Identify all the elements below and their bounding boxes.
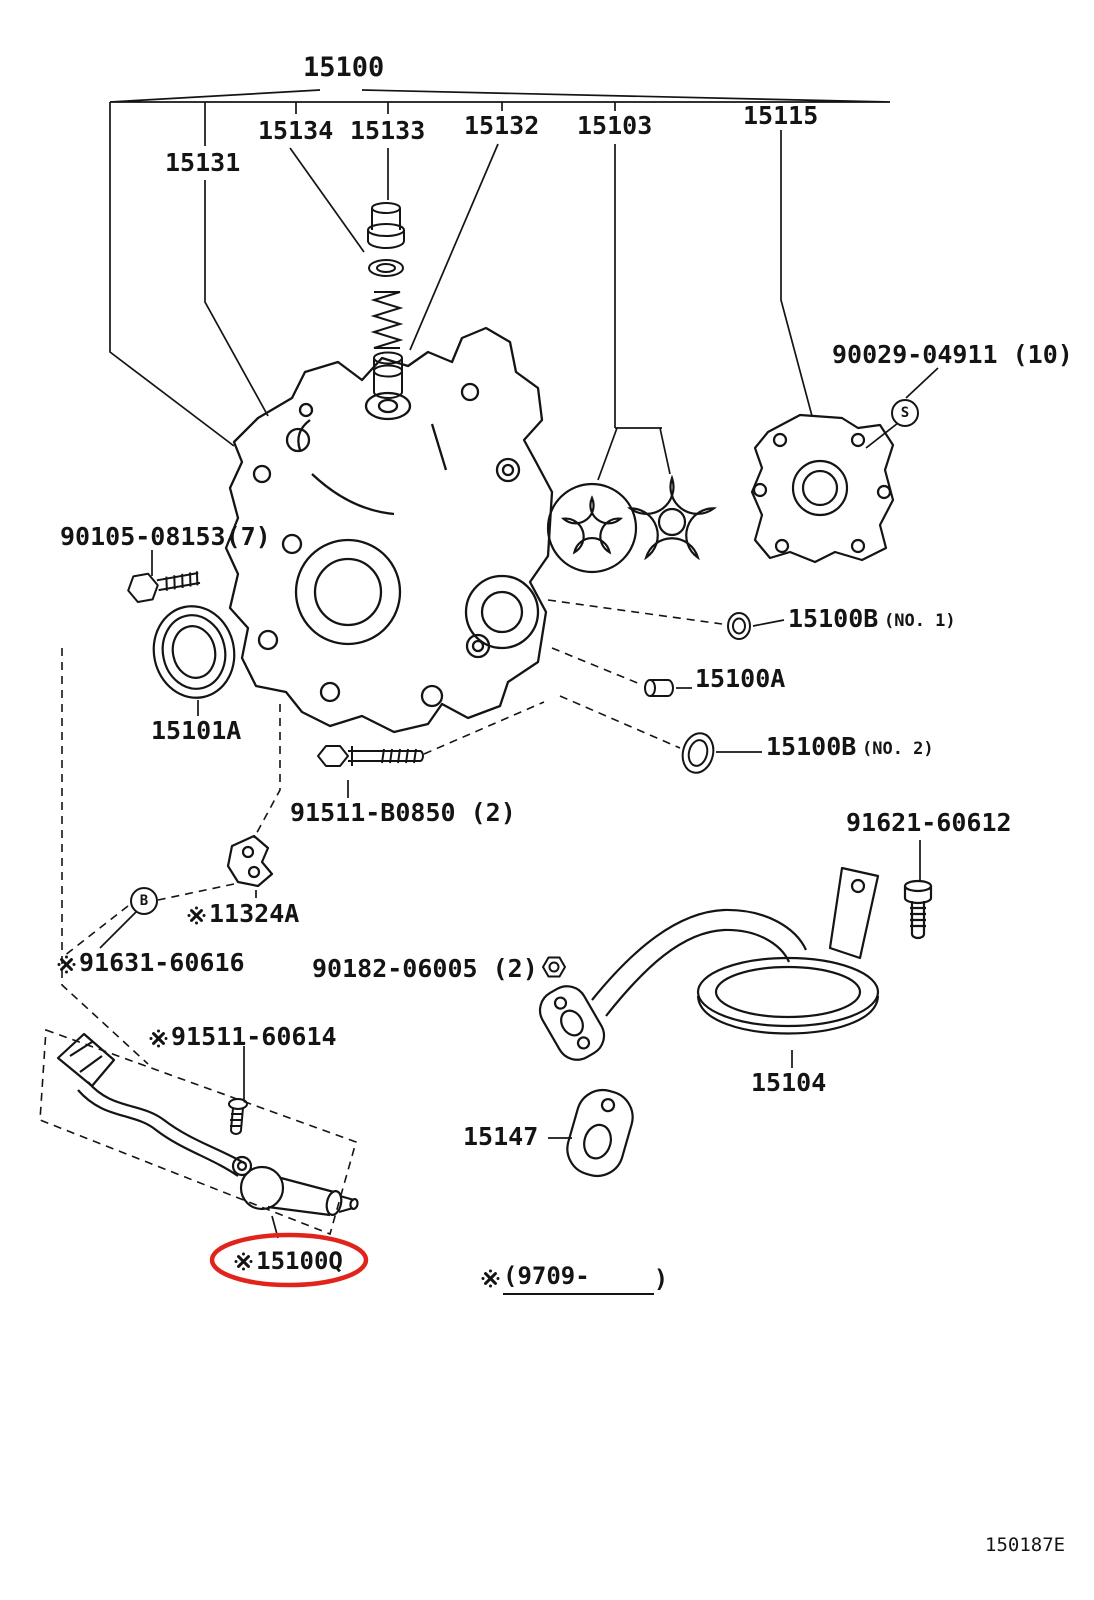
bolt-91621-60612 <box>903 879 933 940</box>
o-ring-no1 <box>727 612 751 640</box>
gasket-ring-no2 <box>681 732 715 774</box>
note-prefix: (9709- <box>503 1262 590 1290</box>
part-label-90029-04911: 90029-04911 (10) <box>832 340 1073 369</box>
relief-valve-plug <box>367 202 405 249</box>
part-label-91511-60614: 91511-60614 <box>150 1024 337 1049</box>
part-label-15103: 15103 <box>577 111 653 140</box>
nut-90182-06005 <box>542 956 566 978</box>
oil-pump-body <box>224 326 554 734</box>
pump-cover-plate <box>750 413 895 564</box>
strainer-gasket <box>566 1089 634 1177</box>
screw-91511-60614 <box>228 1098 248 1135</box>
part-label-15100b-no2: 15100B <box>766 732 857 761</box>
note-blank <box>590 1276 654 1277</box>
clamp-bracket-11324a <box>226 834 274 888</box>
oil-strainer <box>538 866 880 1061</box>
part-label-91621-60612: 91621-60612 <box>846 808 1012 837</box>
highlight-ellipse <box>209 1232 369 1288</box>
relief-valve-washer <box>368 259 404 277</box>
part-label-15147: 15147 <box>463 1122 539 1151</box>
leader-lines <box>99 89 939 1239</box>
part-qualifier-no2: (NO. 2) <box>862 739 934 759</box>
part-label-15104: 15104 <box>751 1068 827 1097</box>
bolt-marker-b: B <box>130 887 158 915</box>
reference-mark-icon <box>482 1270 499 1287</box>
part-label-91511-b0850: 91511-B0850 (2) <box>290 798 516 827</box>
part-label-15134: 15134 <box>258 116 334 145</box>
relief-valve-spring <box>370 291 404 349</box>
part-label-15131: 15131 <box>165 148 241 177</box>
part-label-15115: 15115 <box>743 101 819 130</box>
reference-mark-icon <box>150 1030 167 1047</box>
reference-mark-icon <box>58 956 75 973</box>
part-qualifier-no1: (NO. 1) <box>884 611 956 631</box>
part-label-91631-60616: 91631-60616 <box>58 950 245 975</box>
applicability-note: (9709-) <box>482 1262 668 1295</box>
part-label-15100b-no1: 15100B <box>788 604 879 633</box>
part-label-90105-08153: 90105-08153(7) <box>60 522 271 551</box>
pump-rotor-inner <box>626 474 718 561</box>
figure-code: 150187E <box>985 1534 1066 1556</box>
bolt-90105-08153 <box>127 571 201 603</box>
part-label-15100a: 15100A <box>695 664 786 693</box>
front-oil-seal <box>152 605 236 699</box>
part-label-15132: 15132 <box>464 111 540 140</box>
plug-15100a <box>644 679 674 697</box>
reference-mark-icon <box>235 1253 252 1270</box>
part-label-11324a: 11324A <box>188 901 299 926</box>
pump-rotor-outer <box>546 482 638 574</box>
part-label-90182-06005: 90182-06005 (2) <box>312 954 538 983</box>
part-label-15101a: 15101A <box>151 716 242 745</box>
part-label-15100: 15100 <box>303 52 385 83</box>
note-suffix: ) <box>653 1264 669 1293</box>
part-label-15133: 15133 <box>350 116 426 145</box>
crank-position-sensor <box>56 1032 359 1217</box>
reference-mark-icon <box>188 907 205 924</box>
screw-marker-s: S <box>891 399 919 427</box>
bolt-91511-b0850 <box>317 745 424 767</box>
part-label-15100q-highlighted: 15100Q <box>214 1247 364 1275</box>
assembly-dashed-lines <box>39 599 723 1236</box>
